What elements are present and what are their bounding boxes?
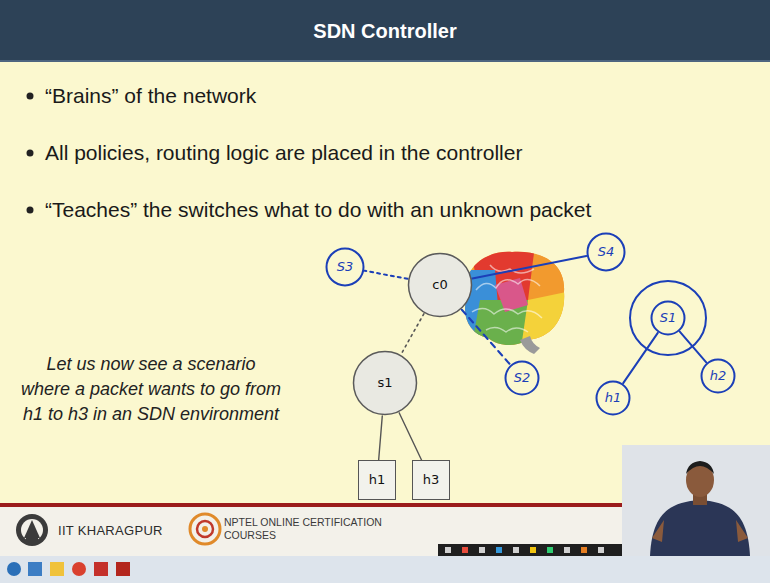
host-link [379,416,383,460]
switch-node: s1 [352,350,418,416]
bullet-dot [27,150,34,157]
slide-title: SDN Controller [0,18,770,44]
institute-name: IIT KHARAGPUR [58,523,188,539]
hand-link [462,310,510,365]
node-label: S1 [660,311,677,325]
node-label: S2 [514,371,531,385]
circle-outline [597,382,630,415]
hand-switch: S1 [650,300,686,336]
header-rule [0,60,770,62]
hand-link [680,332,706,363]
header-bar [0,0,770,62]
media-icons [445,547,604,553]
node-label: s1 [377,376,392,390]
nptel-logo [190,514,220,544]
hand-host: h2 [700,358,736,394]
taskbar-icons [7,562,130,576]
scenario-note: Let us now see a scenario where a packet… [20,352,282,427]
iit-logo [16,514,48,546]
circle-outline [506,362,539,395]
controller-node: c0 [407,252,473,318]
hand-switch: S3 [325,247,365,287]
hand-link [472,256,586,279]
host-box: h1 [358,460,396,500]
node-text-stack: h2 [710,369,727,383]
circle-outline [702,360,735,393]
node-text-stack: S4 [598,245,615,259]
hand-link [365,271,408,279]
bullet-text: All policies, routing logic are placed i… [45,139,745,167]
node-text-stack: h3 [423,473,440,487]
node-text-stack: h1 [369,473,386,487]
media-controls [438,544,623,556]
node-text-stack: c0 [432,278,447,292]
node-text-stack: S2 [514,371,531,385]
hand-switch: S2 [504,360,540,396]
bullet-text: “Brains” of the network [45,82,745,110]
node-text-stack: s1 [377,376,392,390]
node-label: h2 [710,369,727,383]
node-label: h1 [369,473,386,487]
host-link [399,413,421,460]
bullet-dot [27,93,34,100]
hand-link [623,333,658,383]
circle-outline [588,234,625,271]
bullet-text: “Teaches” the switches what to do with a… [45,196,755,224]
presenter-video [622,445,770,556]
hand-ring [630,281,706,355]
control-link [401,314,424,354]
node-text-stack: h1 [605,391,622,405]
node-label: S4 [598,245,615,259]
course-banner: NPTEL ONLINE CERTIFICATION COURSES [224,516,382,542]
hand-switch: S4 [586,232,626,272]
node-label: h1 [605,391,622,405]
circle-outline [409,254,472,317]
node-label: h3 [423,473,440,487]
bullet-dot [27,207,34,214]
circle-outline [327,249,364,286]
circle-outline [354,352,417,415]
node-text-stack: S1 [660,311,677,325]
circle-outline [652,302,685,335]
host-box: h3 [412,460,450,500]
taskbar [0,556,770,583]
node-label: c0 [432,278,447,292]
node-text-stack: S3 [337,260,354,274]
hand-host: h1 [595,380,631,416]
node-label: S3 [337,260,354,274]
